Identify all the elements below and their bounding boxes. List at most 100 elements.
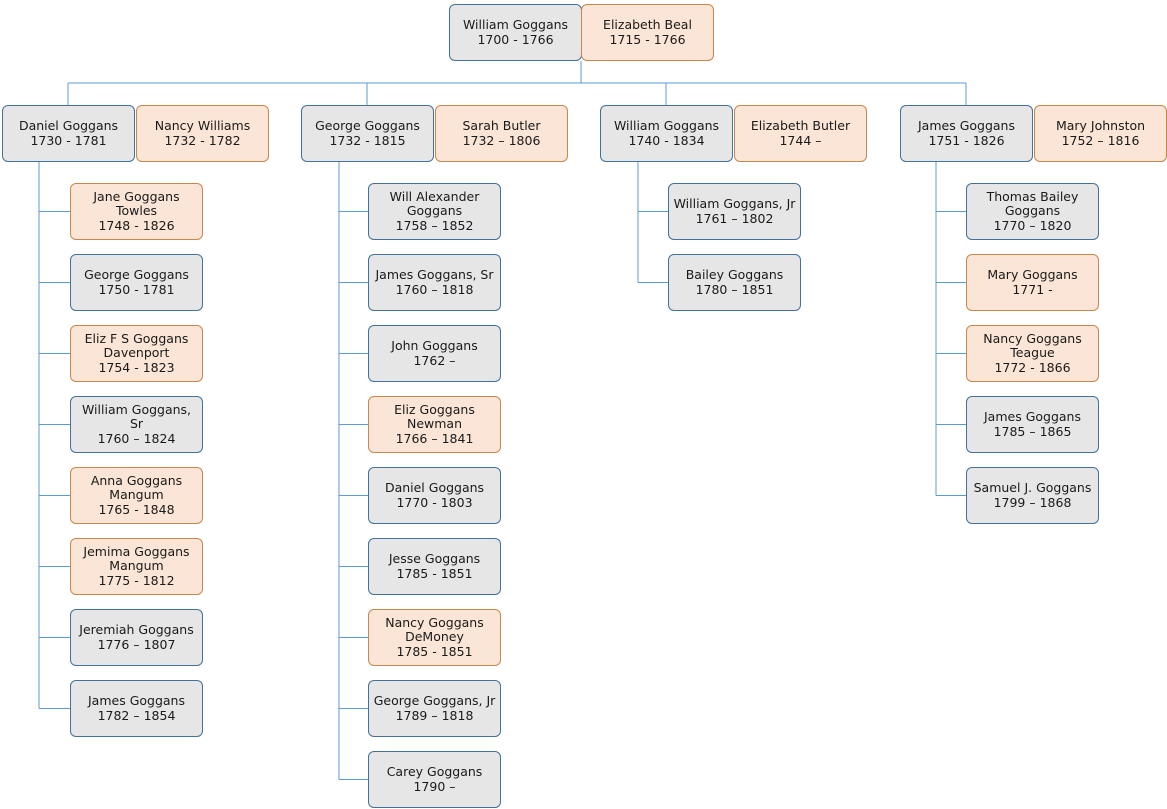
person-name: James Goggans [918, 118, 1015, 133]
person-name: William Goggans, Jr [673, 196, 796, 211]
person-name: Jeremiah Goggans [79, 622, 194, 637]
person-dates: 1744 – [779, 132, 822, 148]
person-name: George Goggans [84, 267, 189, 282]
person-name: Eliz Goggans Newman [394, 401, 475, 432]
person-name: John Goggans [391, 338, 478, 353]
person-dates: 1732 – 1806 [462, 132, 541, 148]
person-name: Sarah Butler [462, 118, 541, 133]
person-name: Anna Goggans Mangum [90, 472, 183, 503]
person-name: Bailey Goggans [685, 267, 784, 282]
person-dates: 1772 - 1866 [994, 359, 1071, 375]
person-dates: 1782 – 1854 [97, 707, 176, 723]
person-dates: 1732 - 1815 [329, 132, 406, 148]
person-name: Nancy Williams [154, 118, 251, 133]
person-name: Mary Johnston [1055, 118, 1146, 133]
person-dates: 1740 - 1834 [628, 132, 705, 148]
person-dates: 1775 - 1812 [98, 572, 175, 588]
person-dates: 1762 – [413, 352, 456, 368]
person-dates: 1700 - 1766 [477, 31, 554, 47]
person-dates: 1790 – [413, 778, 456, 794]
person-dates: 1760 – 1818 [395, 281, 474, 297]
person-dates: 1754 - 1823 [98, 359, 175, 375]
person-dates: 1760 – 1824 [97, 430, 176, 446]
person-name: William Goggans [613, 118, 720, 133]
person-name: Jesse Goggans [388, 551, 481, 566]
person-name: Elizabeth Butler [750, 118, 851, 133]
person-dates: 1750 - 1781 [98, 281, 175, 297]
person-name: Jemima Goggans Mangum [83, 543, 190, 574]
person-name: William Goggans, Sr [81, 401, 192, 432]
person-dates: 1780 – 1851 [695, 281, 774, 297]
person-dates: 1785 – 1865 [993, 423, 1072, 439]
person-name: Daniel Goggans [384, 480, 485, 495]
person-dates: 1785 - 1851 [396, 565, 473, 581]
person-name: Mary Goggans [987, 267, 1078, 282]
person-name: Jane Goggans Towles [93, 188, 180, 219]
person-dates: 1761 – 1802 [695, 210, 774, 226]
person-dates: 1770 - 1803 [396, 494, 473, 510]
person-dates: 1771 - [1012, 281, 1053, 297]
person-name: George Goggans [315, 118, 420, 133]
person-dates: 1751 - 1826 [928, 132, 1005, 148]
person-name: Thomas Bailey Goggans [986, 188, 1079, 219]
person-dates: 1748 - 1826 [98, 217, 175, 233]
person-name: Elizabeth Beal [603, 17, 692, 32]
person-name: George Goggans, Jr [373, 693, 496, 708]
person-dates: 1776 – 1807 [97, 636, 176, 652]
person-name: James Goggans [984, 409, 1081, 424]
person-dates: 1765 - 1848 [98, 501, 175, 517]
person-name: Eliz F S Goggans Davenport [84, 330, 189, 361]
person-name: Carey Goggans [386, 764, 483, 779]
person-name: James Goggans, Sr [375, 267, 494, 282]
person-name: William Goggans [462, 17, 569, 32]
person-dates: 1770 – 1820 [993, 217, 1072, 233]
person-name: James Goggans [88, 693, 185, 708]
person-dates: 1766 – 1841 [395, 430, 474, 446]
person-dates: 1752 – 1816 [1061, 132, 1140, 148]
person-name: Nancy Goggans Teague [983, 330, 1082, 361]
person-dates: 1799 – 1868 [993, 494, 1072, 510]
person-dates: 1715 - 1766 [609, 31, 686, 47]
person-name: Daniel Goggans [18, 118, 119, 133]
person-name: Will Alexander Goggans [389, 188, 480, 219]
person-dates: 1789 – 1818 [395, 707, 474, 723]
person-name: Nancy Goggans DeMoney [385, 614, 484, 645]
person-dates: 1730 - 1781 [30, 132, 107, 148]
person-name: Samuel J. Goggans [973, 480, 1092, 495]
person-dates: 1732 - 1782 [164, 132, 241, 148]
person-dates: 1785 - 1851 [396, 643, 473, 659]
